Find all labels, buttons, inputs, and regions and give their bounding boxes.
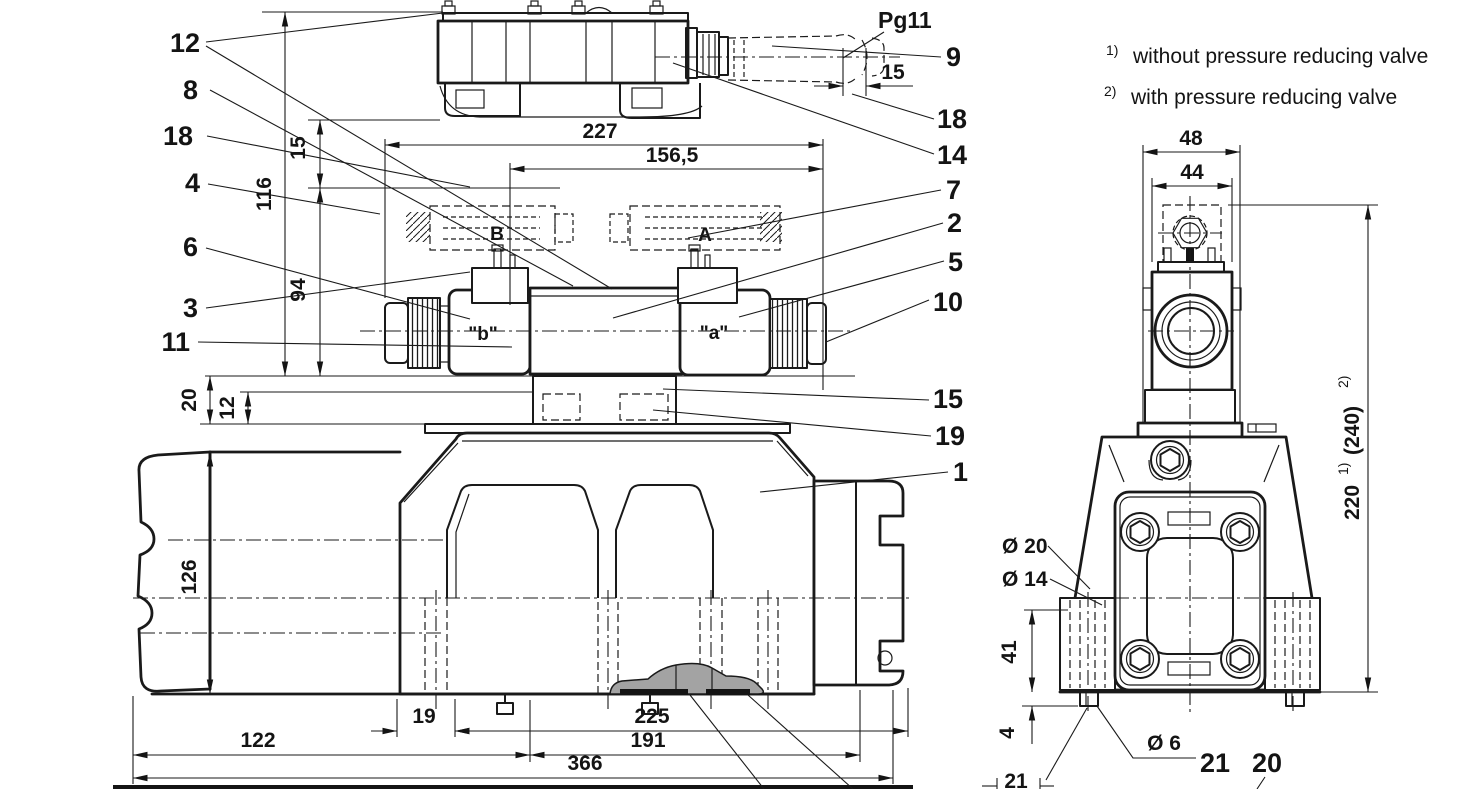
top-center-bolt <box>1148 440 1192 481</box>
dim-15: 15 <box>287 136 310 160</box>
solenoid-b-label: "b" <box>468 324 498 345</box>
dim-220: 220 <box>1341 485 1364 520</box>
dim-366: 366 <box>567 752 602 775</box>
dim-156-5: 156,5 <box>646 144 699 167</box>
callout-3: 3 <box>183 293 198 323</box>
callout-12: 12 <box>170 28 200 58</box>
callout-11: 11 <box>161 327 190 357</box>
dim-220-sup: 1) <box>1335 463 1351 475</box>
pilot-valve-top-view <box>436 0 900 119</box>
cable-gland-outline <box>727 34 885 84</box>
dia-14: Ø 14 <box>1002 568 1048 591</box>
dim-48: 48 <box>1179 127 1203 150</box>
callout-6: 6 <box>183 232 198 262</box>
port-label-a: A <box>698 225 712 246</box>
flange-hole-lines <box>1069 600 1311 688</box>
front-view-dimensions: 227 156,5 15 11 6 15 94 20 12 126 19 <box>132 11 913 784</box>
hidden-hole-lines <box>424 598 779 694</box>
dim-21: 21 <box>1004 770 1028 789</box>
dim-94: 94 <box>287 278 310 302</box>
dim-126: 126 <box>178 559 201 594</box>
label-pg11: Pg11 <box>878 7 932 33</box>
callout-8: 8 <box>183 75 198 105</box>
dim-240-sup: 2) <box>1335 376 1351 388</box>
dim-4: 4 <box>996 727 1019 739</box>
callout-15: 15 <box>933 384 963 414</box>
dim-225: 225 <box>634 705 669 728</box>
callout-2: 2 <box>947 208 962 238</box>
main-valve-body <box>113 423 913 789</box>
dim-191: 191 <box>630 729 665 752</box>
callout-20: 20 <box>1252 748 1282 778</box>
port-label-b: B <box>490 224 504 245</box>
callout-18-left: 18 <box>163 121 193 151</box>
dim-122: 122 <box>240 729 275 752</box>
callout-7: 7 <box>946 175 961 205</box>
solenoid-a-label: "a" <box>700 323 729 344</box>
dia-20: Ø 20 <box>1002 535 1048 558</box>
right-end-cap <box>812 479 905 687</box>
dim-12: 12 <box>216 396 239 419</box>
dim-227: 227 <box>582 120 617 143</box>
callout-19: 19 <box>935 421 965 451</box>
dim-20: 20 <box>178 388 201 411</box>
callout-numbers: 12 8 18 4 6 3 11 Pg11 9 18 14 7 2 5 10 1… <box>161 7 968 487</box>
valve-symbol-b: B <box>406 205 574 251</box>
note1-sup: 1) <box>1106 42 1118 58</box>
dim-220-240: 220 1) (240) 2) <box>1335 376 1364 520</box>
dim-15-gland: 15 <box>881 61 905 84</box>
note2-sup: 2) <box>1104 83 1116 99</box>
note1-text: without pressure reducing valve <box>1132 45 1428 68</box>
callout-21: 21 <box>1200 748 1230 778</box>
dim-240: (240) <box>1341 406 1364 455</box>
dim-41: 41 <box>998 640 1021 664</box>
side-view: 48 44 <box>982 127 1378 789</box>
callout-1: 1 <box>953 457 968 487</box>
note2-text: with pressure reducing valve <box>1130 86 1397 109</box>
dia-6: Ø 6 <box>1147 732 1181 755</box>
valve-casting <box>398 431 816 696</box>
callout-5: 5 <box>948 247 963 277</box>
dim-19: 19 <box>412 705 435 728</box>
valve-symbol-a: A <box>609 205 782 251</box>
callout-10: 10 <box>933 287 963 317</box>
left-end-cover <box>136 450 212 693</box>
callout-14: 14 <box>937 140 967 170</box>
pilot-valve-front-view: B A "b" "a" <box>360 205 852 425</box>
callout-4: 4 <box>185 168 200 198</box>
footnotes: 1) without pressure reducing valve 2) wi… <box>1104 42 1428 109</box>
shaded-plate <box>609 662 765 695</box>
callout-18-right: 18 <box>937 104 967 134</box>
callout-9: 9 <box>946 42 961 72</box>
callout-leaders <box>197 12 949 789</box>
dim-44: 44 <box>1180 161 1204 184</box>
